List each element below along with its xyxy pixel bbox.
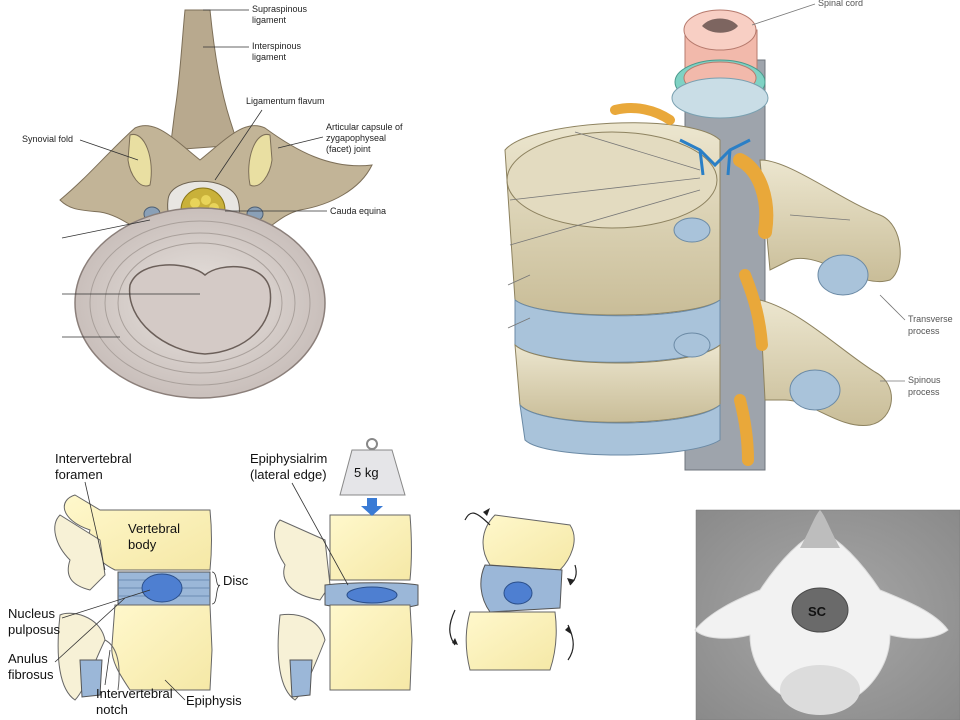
label-vertebral-body: Vertebral body — [128, 521, 184, 552]
disc-diagrams: 5 kg Intervertebral foramen Vertebral b — [8, 438, 577, 717]
upper-nerve-root — [733, 153, 774, 239]
label-intervertebral-foramen: Intervertebral foramen — [55, 451, 135, 482]
label-spinal-cord: Spinal cord — [818, 0, 863, 8]
unlabeled-leader-1 — [61, 219, 151, 239]
label-sc: SC — [808, 604, 827, 619]
disc-diagram-middle: 5 kg — [274, 438, 419, 701]
disc-diagram-right — [449, 508, 577, 671]
label-cauda-equina: Cauda equina — [330, 206, 386, 216]
label-nucleus-pulposus: Nucleus pulposus — [8, 606, 61, 637]
disc-diagram-left — [54, 494, 213, 701]
spinous-process-shape — [169, 9, 239, 151]
middle-nerve-root — [739, 269, 768, 351]
left-facet-joint — [127, 134, 152, 187]
label-articular-capsule: Articular capsule of zygapophyseal (face… — [326, 122, 405, 154]
epidural-veins — [679, 138, 751, 168]
spine-3d-illustration: Spinal cord Transverse process Spinous p… — [504, 0, 955, 471]
label-spinous-process: Spinous process — [908, 375, 943, 397]
label-transverse-process: Transverse process — [908, 314, 955, 336]
nucleus-pulposus-shape — [128, 264, 272, 355]
label-interspinous-ligament: Interspinous ligament — [252, 41, 304, 62]
label-anulus-fibrosus: Anulus fibrosus — [8, 651, 54, 682]
label-intervertebral-notch: Intervertebral notch — [96, 686, 176, 717]
lower-intervertebral-disc — [519, 403, 721, 456]
vertebral-endplate — [506, 131, 718, 229]
weight-block — [339, 449, 406, 496]
right-facet-joint — [248, 134, 273, 187]
axial-vertebra-illustration: Supraspinous ligament Interspinous ligam… — [22, 4, 405, 399]
label-weight: 5 kg — [354, 465, 379, 480]
label-synovial-fold: Synovial fold — [22, 134, 73, 144]
lower-nerve-root — [734, 394, 754, 466]
ct-scan-panel: SC — [694, 509, 960, 720]
label-epiphysial-rim: Epiphysialrim (lateral edge) — [250, 451, 331, 482]
label-supraspinous-ligament: Supraspinous ligament — [252, 4, 310, 25]
ct-spinal-canal — [791, 587, 849, 633]
label-ligamentum-flavum: Ligamentum flavum — [246, 96, 325, 106]
label-epiphysis: Epiphysis — [186, 693, 242, 708]
label-disc: Disc — [223, 573, 249, 588]
down-arrow-icon — [361, 498, 383, 516]
